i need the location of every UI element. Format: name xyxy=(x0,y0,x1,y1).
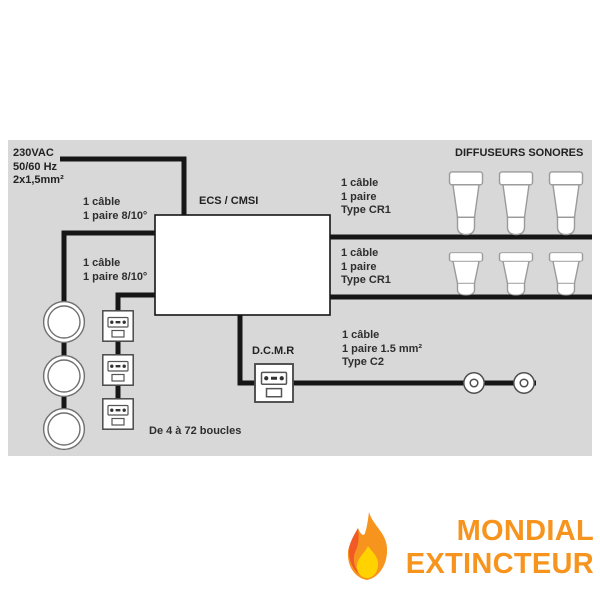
call-point-icon xyxy=(102,398,134,430)
sounder-icon xyxy=(498,171,534,236)
cable-cr1-bottom-label: 1 câble 1 paire Type CR1 xyxy=(341,247,391,286)
call-point-icon xyxy=(102,354,134,386)
cable-c2-label: 1 câble 1 paire 1.5 mm² Type C2 xyxy=(342,329,423,368)
sounder-icon xyxy=(498,252,534,296)
loop-cable-bottom-label: 1 câble 1 paire 8/10° xyxy=(83,257,148,283)
brand-line1: MONDIAL xyxy=(456,515,594,547)
cable-cr1-top-label: 1 câble 1 paire Type CR1 xyxy=(341,177,391,216)
ecs-cmsi-label: ECS / CMSI xyxy=(199,195,259,207)
ecs-cmsi-box xyxy=(154,214,331,316)
sounders-title: DIFFUSEURS SONORES xyxy=(455,147,584,159)
dcmr-label: D.C.M.R xyxy=(252,345,295,357)
detector-icon xyxy=(42,407,86,451)
brand-wordmark: MONDIAL EXTINCTEUR xyxy=(406,515,594,581)
indicator-icon xyxy=(513,372,535,394)
loop-cable-top-label: 1 câble 1 paire 8/10° xyxy=(83,196,148,222)
power-label: 230VAC 50/60 Hz 2x1,5mm² xyxy=(13,147,64,186)
sounder-icon xyxy=(448,252,484,296)
dcmr-device-icon xyxy=(254,363,294,403)
flame-icon xyxy=(347,512,388,580)
mains-power-wire xyxy=(60,156,187,217)
detector-icon xyxy=(42,300,86,344)
detector-icon xyxy=(42,354,86,398)
sounder-icon xyxy=(448,171,484,236)
brand-line2: EXTINCTEUR xyxy=(405,548,594,580)
sounder-icon xyxy=(548,252,584,296)
indicator-icon xyxy=(463,372,485,394)
sounder-icon xyxy=(548,171,584,236)
call-point-icon xyxy=(102,310,134,342)
loops-count-note: De 4 à 72 boucles xyxy=(149,425,242,437)
dcmr-feed-wire xyxy=(237,314,255,386)
